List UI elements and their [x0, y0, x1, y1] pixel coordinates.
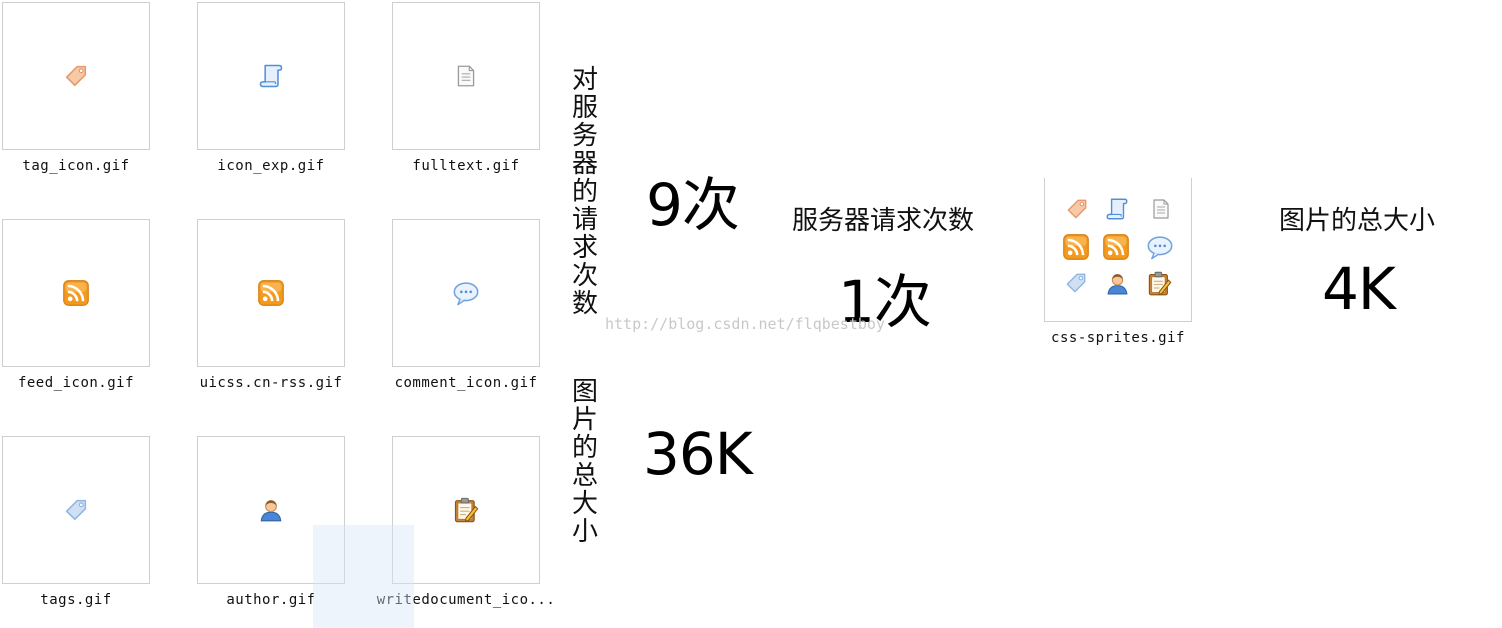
file-thumbnail[interactable] [197, 436, 345, 584]
sprite-requests-label: 服务器请求次数 [792, 206, 975, 236]
scroll-icon [257, 62, 285, 90]
file-name: tag_icon.gif [22, 158, 130, 174]
tag-icon [1064, 196, 1090, 222]
document-icon [453, 63, 479, 89]
file-thumbnail[interactable] [2, 436, 150, 584]
watermark-url: http://blog.csdn.net/flqbestboy [605, 315, 885, 333]
comment-bubble-icon [1146, 233, 1174, 261]
file-name: writedocument_ico... [376, 592, 556, 608]
sprite-total-size: 4K [1322, 255, 1396, 323]
file-thumbnail[interactable] [392, 436, 540, 584]
scroll-icon [1104, 196, 1130, 222]
sprite-size-label: 图片的总大小 [1279, 206, 1436, 236]
file-name: fulltext.gif [412, 158, 520, 174]
sprite-requests-count: 1次 [838, 268, 932, 336]
file-thumbnail[interactable] [392, 2, 540, 150]
rss-feed-icon [1062, 233, 1090, 261]
rss-feed-icon [1102, 233, 1130, 261]
requests-label-vertical: 对服务器的请求次数 [571, 65, 598, 319]
file-name: author.gif [226, 592, 316, 608]
notepad-pencil-icon [1146, 270, 1173, 297]
tag-icon [1063, 270, 1089, 296]
comment-bubble-icon [452, 279, 480, 307]
selection-highlight [313, 525, 414, 628]
tag-icon [62, 496, 90, 524]
file-name: uicss.cn-rss.gif [199, 375, 343, 391]
rss-feed-icon [257, 279, 285, 307]
sprite-thumbnail[interactable] [1044, 178, 1192, 322]
notepad-pencil-icon [452, 496, 480, 524]
file-name: tags.gif [40, 592, 112, 608]
file-thumbnail[interactable] [197, 219, 345, 367]
file-thumbnail[interactable] [392, 219, 540, 367]
file-thumbnail[interactable] [197, 2, 345, 150]
rss-feed-icon [62, 279, 90, 307]
file-name: comment_icon.gif [394, 375, 538, 391]
sprite-file-name: css-sprites.gif [1051, 330, 1185, 346]
file-thumbnail[interactable] [2, 2, 150, 150]
file-thumbnail[interactable] [2, 219, 150, 367]
requests-count: 9次 [646, 171, 740, 239]
person-icon [258, 497, 284, 523]
total-size: 36K [643, 420, 753, 488]
file-name: icon_exp.gif [217, 158, 325, 174]
tag-icon [62, 62, 90, 90]
document-icon [1149, 197, 1173, 221]
size-label-vertical: 图片的总大小 [571, 377, 598, 547]
person-icon [1105, 271, 1130, 296]
file-name: feed_icon.gif [17, 375, 135, 391]
